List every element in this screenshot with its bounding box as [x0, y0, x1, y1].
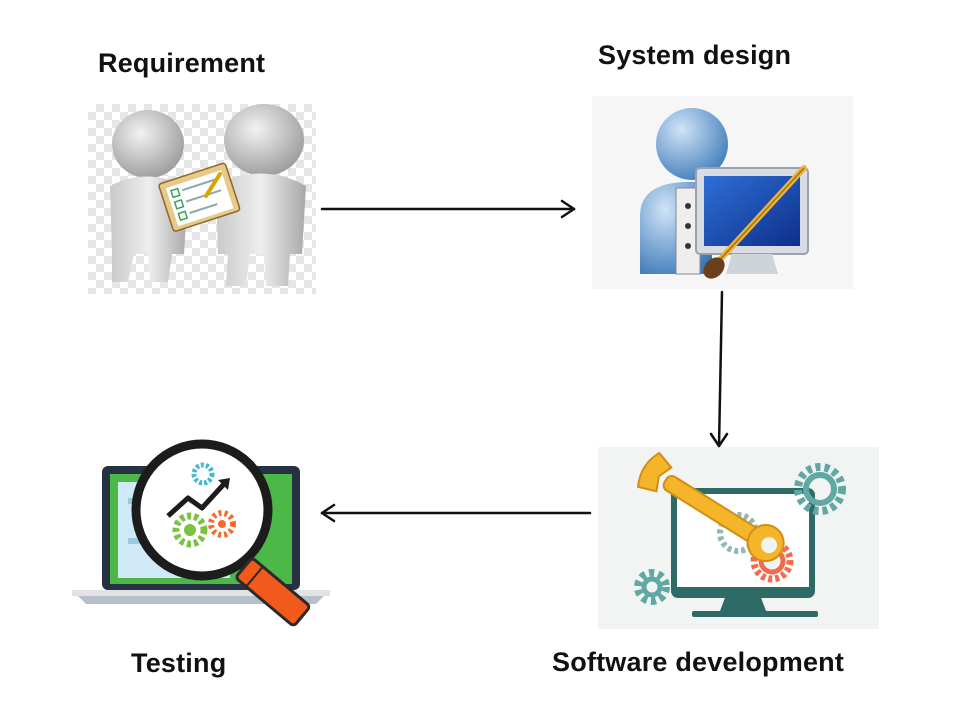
testing-label: Testing: [131, 648, 227, 678]
two-people-checklist-icon: [110, 104, 306, 286]
arrow-software-development-to-testing: [320, 503, 592, 523]
user-monitor-paintbrush-icon: [640, 108, 809, 279]
system-design-image: [592, 96, 853, 289]
monitor-wrench-gears-icon: [634, 451, 846, 617]
software-development-image: [598, 447, 879, 629]
arrow-system-design-to-software-development: [709, 290, 729, 448]
system-design-label: System design: [598, 40, 792, 70]
software-development-label: Software development: [552, 647, 845, 677]
testing-image: [72, 438, 330, 636]
arrow-requirement-to-system-design: [320, 199, 576, 219]
requirement-image: [88, 104, 316, 294]
laptop-magnifier-gears-icon: [72, 439, 330, 627]
requirement-label: Requirement: [98, 48, 266, 78]
